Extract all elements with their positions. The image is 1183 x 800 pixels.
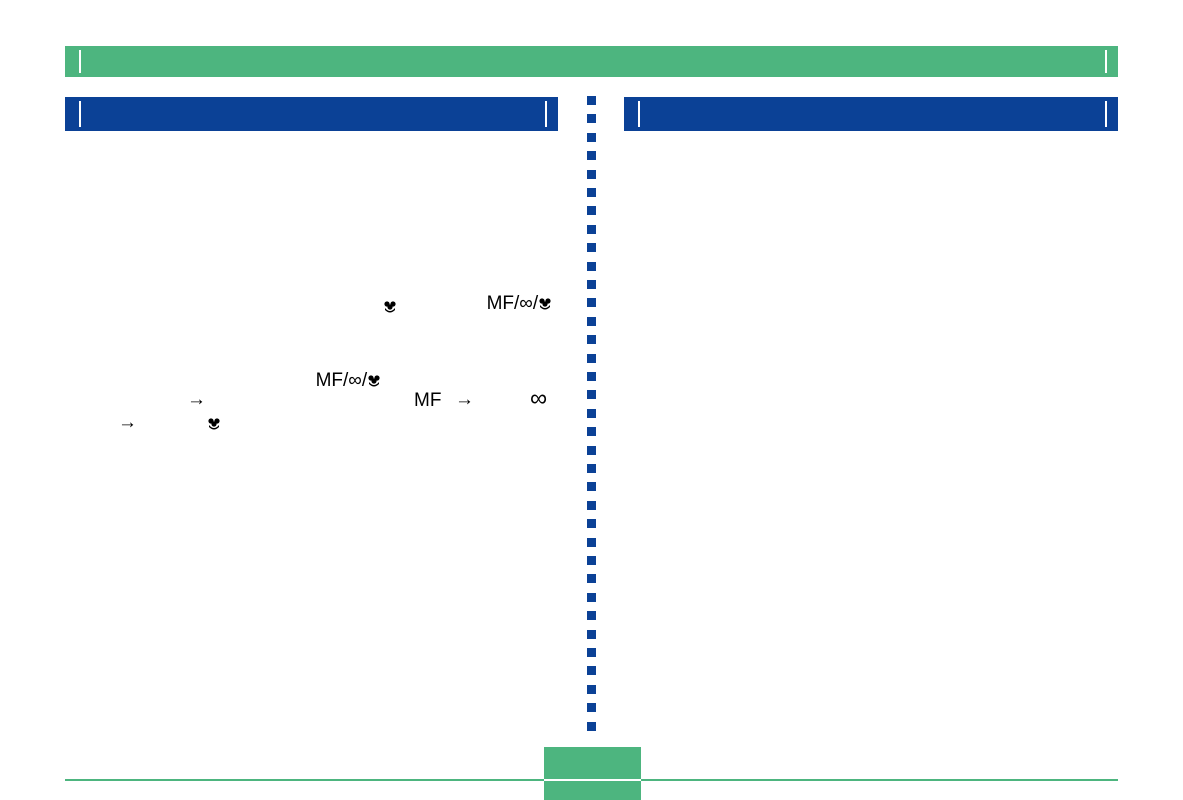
divider-dot [587, 629, 596, 639]
divider-dot [587, 114, 596, 124]
right-section-header [624, 97, 1118, 131]
divider-dot [587, 316, 596, 326]
divider-dot [587, 96, 596, 105]
divider-dot [587, 537, 596, 547]
header-notch-left [79, 101, 81, 127]
bar-notch-right [1105, 50, 1107, 73]
divider-dot [587, 721, 596, 731]
macro-flower-icon [384, 301, 396, 313]
divider-dot [587, 188, 596, 197]
arrow-icon: → [118, 412, 137, 433]
arrow-icon: → [187, 389, 206, 410]
divider-dot [587, 648, 596, 657]
arrow-symbol: → [187, 389, 206, 411]
macro-flower-icon [539, 298, 551, 310]
page-tab-band [544, 779, 641, 781]
divider-dot [587, 666, 596, 676]
divider-dot [587, 298, 596, 308]
infinity-symbol: ∞ [530, 385, 548, 412]
divider-dot [587, 390, 596, 400]
divider-dot [587, 464, 596, 473]
macro-flower-icon [368, 375, 380, 387]
mode-button-text: MF/∞/ [315, 370, 368, 391]
divider-dot [587, 335, 596, 345]
divider-dot [587, 592, 596, 602]
divider-dot [587, 445, 596, 455]
mode-button-label-2: MF/∞/ [305, 348, 381, 392]
header-notch-right [1105, 101, 1107, 127]
divider-dot [587, 408, 596, 418]
arrow-icon: → [455, 389, 474, 410]
divider-dot [587, 500, 596, 510]
mode-button-label-1: MF/∞/ [476, 271, 552, 315]
header-notch-left [638, 101, 640, 127]
arrow-symbol: → [118, 412, 137, 434]
bar-notch-left [79, 50, 81, 73]
divider-dot [587, 703, 596, 713]
divider-dot [587, 611, 596, 621]
chapter-title-bar [65, 46, 1118, 77]
divider-dot [587, 261, 596, 271]
header-notch-right [545, 101, 547, 127]
left-section-header [65, 97, 558, 131]
divider-dot [587, 556, 596, 565]
divider-dot [587, 169, 596, 179]
arrow-symbol: → [455, 389, 474, 411]
divider-dot [587, 280, 596, 289]
footer-line-left [65, 779, 544, 781]
mf-text: MF [414, 390, 442, 411]
divider-dot [587, 224, 596, 234]
divider-dot [587, 519, 596, 529]
divider-dot [587, 243, 596, 253]
divider-dot [587, 684, 596, 694]
divider-dot [587, 353, 596, 363]
divider-dot [587, 574, 596, 584]
column-divider [587, 96, 597, 736]
divider-dot [587, 206, 596, 216]
divider-dot [587, 372, 596, 381]
mf-label: MF [414, 390, 441, 412]
divider-dot [587, 427, 596, 437]
macro-flower-icon [208, 418, 220, 430]
divider-dot [587, 151, 596, 161]
mode-button-text: MF/∞/ [486, 293, 539, 314]
infinity-icon: ∞ [530, 385, 548, 412]
footer-line-right [641, 779, 1118, 781]
divider-dot [587, 482, 596, 492]
divider-dot [587, 132, 596, 142]
page-number-tab [544, 747, 641, 800]
